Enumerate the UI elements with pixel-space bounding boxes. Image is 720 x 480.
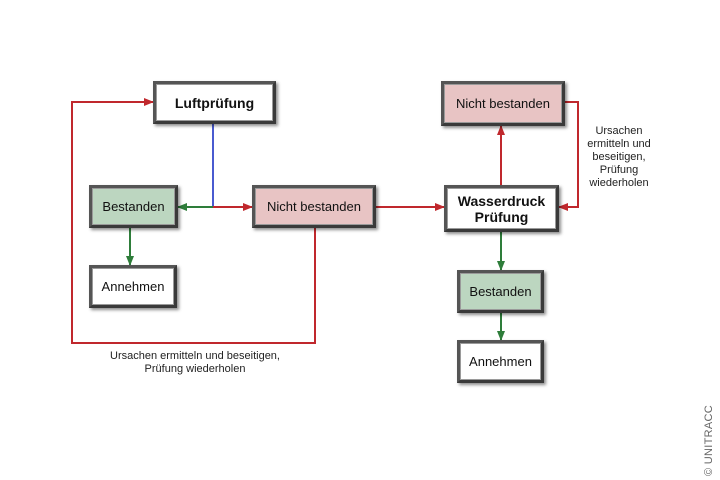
- copyright-notice: © UNITRACC: [703, 405, 715, 476]
- node-wasser-annehmen: Annehmen: [457, 340, 544, 383]
- node-luft-nicht-bestanden: Nicht bestanden: [252, 185, 376, 228]
- label-luft-retry: Ursachen ermitteln und beseitigen, Prüfu…: [110, 350, 280, 375]
- node-luft-bestanden: Bestanden: [89, 185, 178, 228]
- node-luftpruefung: Luftprüfung: [153, 81, 276, 124]
- edge-wasser-retry-loop: [558, 101, 579, 211]
- node-wasserdruck-pruefung: Wasserdruck Prüfung: [444, 185, 559, 232]
- label-wasser-retry: Ursachen ermitteln und beseitigen, Prüfu…: [587, 125, 651, 189]
- edge-luft-retry-loop: [71, 98, 316, 344]
- node-wasser-nicht-bestanden: Nicht bestanden: [441, 81, 565, 126]
- node-luft-annehmen: Annehmen: [89, 265, 177, 308]
- node-wasser-bestanden: Bestanden: [457, 270, 544, 313]
